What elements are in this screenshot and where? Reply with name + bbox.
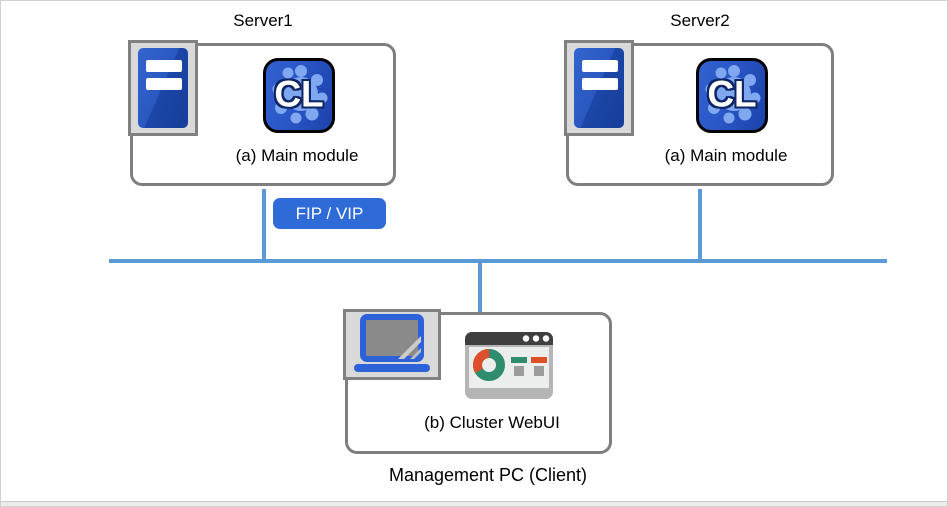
server1-module-label: (a) Main module [235, 146, 359, 165]
management-pc-caption: Management PC (Client) [388, 465, 588, 485]
cluster-app-icon: CL [263, 58, 335, 133]
bottom-edge-strip [1, 501, 947, 506]
browser-dashboard-icon [465, 332, 553, 404]
link-bus-to-management-pc [478, 262, 482, 314]
cluster-app-monogram: CL [707, 72, 757, 114]
laptop-icon [343, 309, 441, 380]
network-bus-line [109, 259, 887, 263]
cluster-app-monogram: CL [274, 72, 324, 114]
server-icon [128, 40, 198, 136]
server2-module-label: (a) Main module [664, 146, 788, 165]
link-server2-to-bus [698, 189, 702, 261]
link-server1-to-bus [262, 189, 266, 261]
server1-title: Server1 [233, 11, 293, 30]
server2-title: Server2 [670, 11, 730, 30]
cluster-app-icon: CL [696, 58, 768, 133]
webui-module-label: (b) Cluster WebUI [424, 413, 560, 432]
server-icon [564, 40, 634, 136]
fip-vip-badge: FIP / VIP [273, 198, 386, 229]
